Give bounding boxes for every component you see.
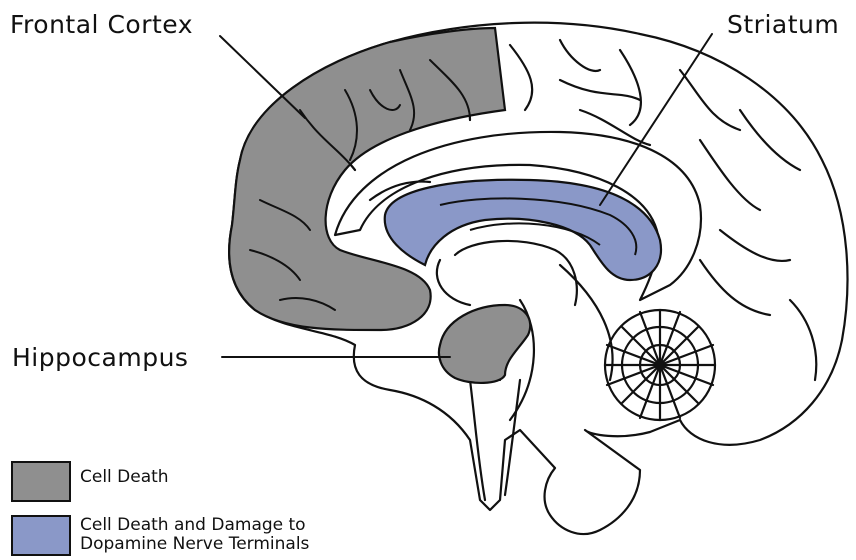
- frontal-cortex-label: Frontal Cortex: [10, 10, 193, 39]
- legend-label-cell-death: Cell Death: [80, 468, 169, 487]
- cerebellum: [605, 310, 715, 420]
- striatum-label: Striatum: [727, 10, 839, 39]
- striatum-region: [385, 180, 661, 280]
- hippocampus-label: Hippocampus: [12, 343, 188, 372]
- legend-label-dopamine-damage-line1: Cell Death and Damage to: [80, 516, 306, 535]
- legend-swatch-cell-death: [11, 461, 71, 502]
- frontal-cortex-region: [229, 28, 505, 330]
- legend-label-dopamine-damage-line2: Dopamine Nerve Terminals: [80, 535, 309, 554]
- legend-swatch-dopamine-damage: [11, 515, 71, 556]
- striatum-leader-line: [600, 34, 712, 205]
- hippocampus-region: [439, 305, 530, 383]
- frontal-cortex-leader-line: [220, 36, 305, 118]
